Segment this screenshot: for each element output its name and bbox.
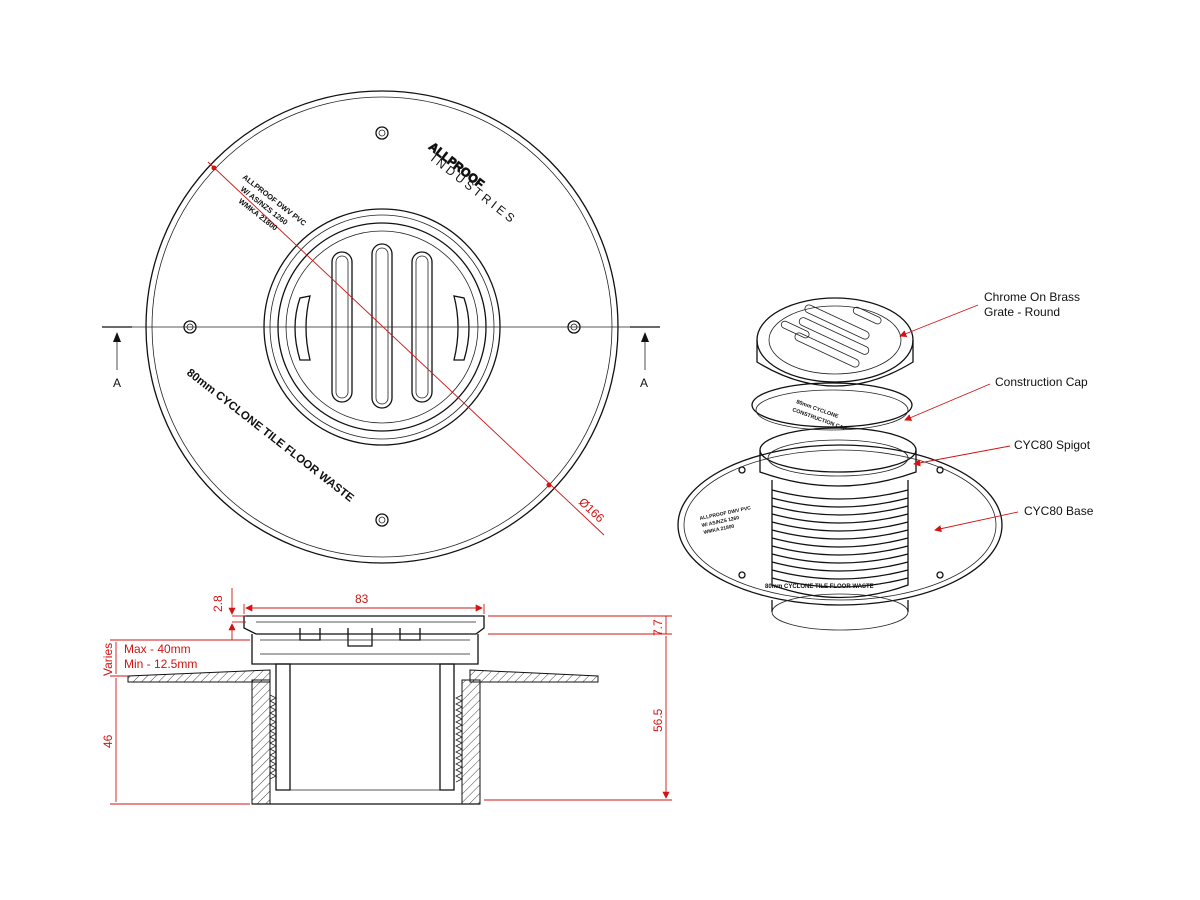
dim-top-width: 83 — [355, 592, 369, 606]
exploded-grate-top — [756, 297, 914, 383]
exploded-construction-cap — [751, 382, 913, 428]
dim-base: 46 — [101, 734, 115, 748]
product-text: 80mm CYCLONE TILE FLOOR WASTE — [184, 367, 356, 505]
section-marker-left: A — [113, 376, 121, 390]
section-spigot-wall-right — [439, 663, 455, 791]
callout-grate-1: Chrome On Brass — [984, 290, 1080, 304]
brand-sub-text: I N D U S T R I E S — [428, 151, 517, 225]
callout-grate-2: Grate - Round — [984, 305, 1060, 319]
exploded-grate-slots — [780, 304, 882, 368]
callout-cap: Construction Cap — [995, 375, 1088, 389]
section-grate-bars — [299, 628, 421, 647]
dim-min: Min - 12.5mm — [124, 657, 197, 671]
callout-base: CYC80 Base — [1024, 504, 1094, 518]
dim-max: Max - 40mm — [124, 642, 191, 656]
section-base-wall-right — [461, 679, 481, 805]
exploded-spigot-thread — [771, 480, 909, 599]
callout-spigot: CYC80 Spigot — [1014, 438, 1091, 452]
section-spigot-wall-left — [275, 663, 291, 791]
plan-view: A A Ø166 ALLPROOF I N D U S T R I E S AL… — [102, 90, 660, 564]
exploded-base-flange — [677, 444, 1003, 606]
section-marker-right: A — [640, 376, 648, 390]
section-spigot-collar — [251, 634, 479, 665]
section-view: 83 2.8 7.7 56.5 Varies 46 Max - 40mm Min… — [101, 588, 672, 805]
section-grate — [243, 615, 485, 635]
dim-height-total: 56.5 — [651, 708, 665, 732]
section-thread-teeth — [269, 694, 463, 783]
section-base-wall-left — [251, 679, 271, 805]
diameter-line — [207, 161, 605, 536]
exploded-view: 80mm CYCLONE CONSTRUCTION CAP ALLPROOF D… — [677, 290, 1094, 631]
section-base-flange — [127, 669, 271, 683]
base-product-text: 80mm CYCLONE TILE FLOOR WASTE — [765, 584, 874, 590]
dim-cap: 2.8 — [211, 595, 225, 612]
dim-grate: 7.7 — [651, 619, 665, 636]
dim-varies: Varies — [101, 643, 115, 676]
diameter-label: Ø166 — [576, 495, 607, 525]
